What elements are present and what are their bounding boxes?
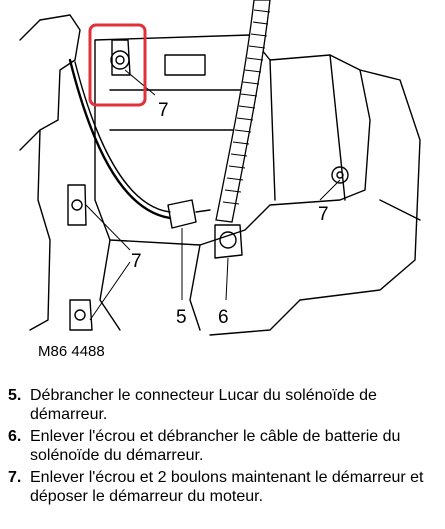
highlight-box bbox=[88, 23, 147, 107]
battery-cable bbox=[215, 0, 271, 223]
step-number: 5. bbox=[8, 387, 22, 404]
starter-motor-illustration: 7 7 7 5 6 bbox=[19, 0, 421, 336]
callout-7-left: 7 bbox=[131, 251, 142, 272]
callout-6: 6 bbox=[218, 307, 229, 328]
step-text: Enlever l'écrou et débrancher le câble d… bbox=[30, 428, 401, 464]
instruction-list: 5. Débrancher le connecteur Lucar du sol… bbox=[8, 386, 443, 509]
starter-housing bbox=[94, 34, 371, 246]
step-number: 6. bbox=[8, 428, 22, 445]
callout-5: 5 bbox=[176, 307, 187, 328]
step-text: Débrancher le connecteur Lucar du soléno… bbox=[30, 387, 377, 423]
callout-7-top: 7 bbox=[158, 100, 169, 121]
engine-block-outline bbox=[29, 14, 81, 331]
step-number: 7. bbox=[8, 469, 22, 486]
instruction-step: 6. Enlever l'écrou et débrancher le câbl… bbox=[8, 427, 443, 465]
instruction-step: 5. Débrancher le connecteur Lucar du sol… bbox=[8, 386, 443, 424]
figure-reference: M86 4488 bbox=[38, 343, 105, 360]
callout-7-right: 7 bbox=[318, 204, 329, 225]
instruction-step: 7. Enlever l'écrou et 2 boulons maintena… bbox=[8, 468, 443, 506]
step-text: Enlever l'écrou et 2 boulons maintenant … bbox=[30, 469, 424, 505]
